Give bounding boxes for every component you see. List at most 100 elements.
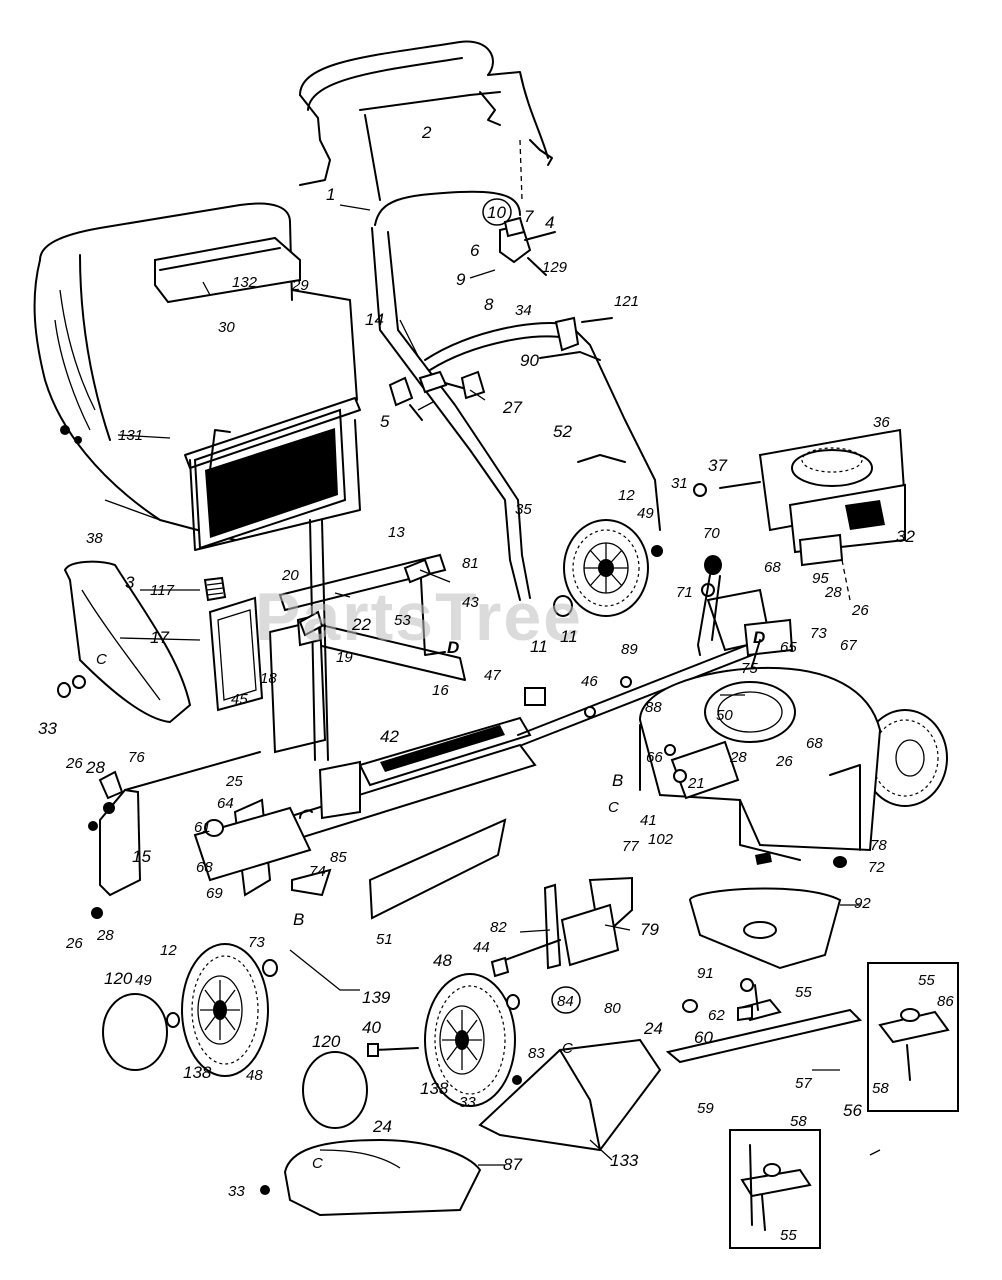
label-3: 3 [125, 573, 135, 592]
label-121: 121 [614, 293, 639, 310]
label-73b: 73 [248, 934, 265, 951]
label-25: 25 [225, 773, 243, 790]
label-95: 95 [812, 570, 829, 587]
handle-knobs [388, 370, 486, 421]
label-29: 29 [291, 277, 309, 294]
label-132: 132 [232, 274, 258, 291]
label-20: 20 [281, 567, 299, 584]
front-axle-bracket-15 [98, 751, 261, 897]
label-68c: 68 [196, 859, 213, 876]
label-8: 8 [484, 295, 494, 314]
label-49b: 49 [135, 972, 152, 989]
springs [203, 558, 432, 637]
grass-bag [33, 202, 293, 541]
label-84: 84 [557, 993, 574, 1010]
label-31: 31 [671, 475, 688, 492]
label-90: 90 [520, 351, 539, 370]
label-7: 7 [524, 207, 534, 226]
circle-10 [482, 198, 512, 226]
label-59: 59 [697, 1100, 714, 1117]
label-53: 53 [394, 612, 411, 629]
label-27: 27 [502, 398, 522, 417]
engine-throttle-bracket [701, 583, 794, 691]
label-C3: C [562, 1040, 573, 1057]
inset-adapter-top [867, 962, 959, 1112]
deflector-79-82-80 [490, 876, 633, 978]
label-19: 19 [336, 649, 353, 666]
label-91: 91 [697, 965, 714, 982]
height-adjust-plate [268, 519, 447, 761]
callout-labels: 1 2 3 4 5 6 7 8 9 10 11 11 12 12 13 14 1… [38, 123, 954, 1244]
label-68b: 68 [806, 735, 823, 752]
label-83: 83 [528, 1045, 545, 1062]
label-1: 1 [326, 185, 335, 204]
label-89: 89 [621, 641, 638, 658]
label-26a: 26 [65, 755, 83, 772]
label-120b: 120 [312, 1032, 341, 1051]
circle-84 [551, 986, 581, 1014]
label-92: 92 [854, 895, 871, 912]
label-139: 139 [362, 988, 391, 1007]
label-D2: D [753, 628, 765, 647]
label-28d: 28 [729, 749, 747, 766]
throttle-control [499, 216, 613, 352]
watermark: PartsTree [255, 579, 583, 655]
label-73a: 73 [810, 625, 827, 642]
label-28b: 28 [96, 927, 114, 944]
label-75: 75 [741, 660, 758, 677]
label-28c: 28 [824, 584, 842, 601]
label-48b: 48 [433, 951, 452, 970]
label-4: 4 [545, 213, 554, 232]
label-26b: 26 [65, 935, 83, 952]
label-65: 65 [780, 639, 797, 656]
label-21: 21 [687, 775, 705, 792]
panel-51 [368, 818, 507, 920]
front-pivot-assembly [193, 798, 332, 897]
label-40: 40 [362, 1018, 381, 1037]
label-69: 69 [206, 885, 223, 902]
label-C4: C [312, 1155, 323, 1172]
label-67: 67 [840, 637, 857, 654]
label-46: 46 [581, 673, 598, 690]
label-26d: 26 [775, 753, 793, 770]
mower-deck [638, 666, 882, 865]
control-cable-70 [697, 555, 722, 656]
label-138b: 138 [420, 1079, 449, 1098]
label-60: 60 [694, 1028, 713, 1047]
front-left-wheel [181, 943, 269, 1077]
label-86: 86 [937, 993, 954, 1010]
label-38: 38 [86, 530, 103, 547]
label-12a: 12 [618, 487, 635, 504]
label-79: 79 [640, 920, 659, 939]
rear-right-wheel-top [563, 519, 649, 617]
label-9: 9 [456, 270, 466, 289]
label-B2: B [293, 910, 304, 929]
label-43: 43 [462, 594, 479, 611]
label-41: 41 [640, 812, 657, 829]
label-37: 37 [708, 456, 727, 475]
label-10: 10 [487, 203, 506, 222]
label-131: 131 [118, 427, 143, 444]
upper-handle [299, 40, 553, 201]
label-70: 70 [703, 525, 720, 542]
label-B1: B [612, 771, 623, 790]
label-51: 51 [376, 931, 393, 948]
label-77: 77 [622, 838, 639, 855]
label-26c: 26 [851, 602, 869, 619]
engine [719, 428, 907, 601]
label-C2: C [608, 799, 619, 816]
inset-adapter-bottom [729, 1129, 821, 1249]
label-88: 88 [645, 699, 662, 716]
label-17: 17 [150, 628, 169, 647]
label-66: 66 [646, 749, 663, 766]
rear-wheel-deck [862, 709, 948, 807]
hubcaps [102, 959, 520, 1129]
label-62: 62 [708, 1007, 725, 1024]
label-11a: 11 [530, 637, 548, 656]
label-120a: 120 [104, 969, 133, 988]
label-C1: C [96, 651, 107, 668]
label-6: 6 [470, 241, 480, 260]
label-55b: 55 [918, 972, 935, 989]
mulch-plug-87 [283, 1138, 482, 1217]
